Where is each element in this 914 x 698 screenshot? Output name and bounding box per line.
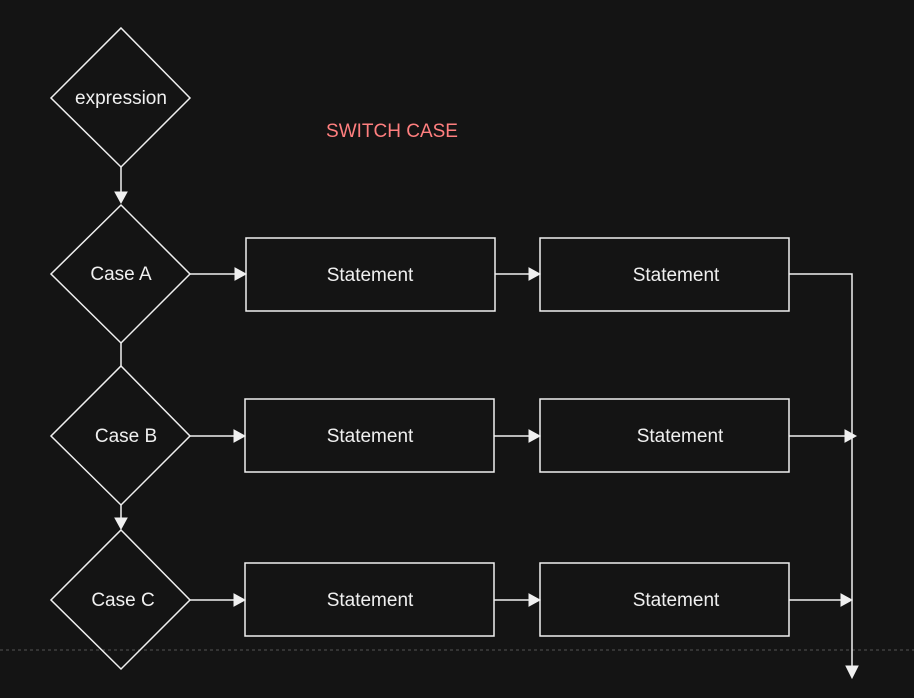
- case-c-statement-2[interactable]: Statement: [539, 562, 790, 637]
- case-c-diamond: [49, 528, 192, 671]
- arrowhead: [528, 429, 542, 443]
- exit-main-edge: [789, 273, 853, 666]
- case-b-label: Case B: [95, 426, 157, 447]
- arrowhead: [840, 593, 854, 607]
- statement-label: Statement: [637, 426, 724, 447]
- exit-arrowhead: [845, 665, 859, 680]
- arrowhead: [233, 429, 247, 443]
- statement-label: Statement: [327, 265, 414, 286]
- case-a-label: Case A: [90, 264, 152, 285]
- arrowhead: [844, 429, 858, 443]
- expression-node[interactable]: expression: [49, 26, 192, 169]
- arrowhead: [233, 593, 247, 607]
- case-a-node[interactable]: Case A: [49, 203, 192, 345]
- case-b-statement-1[interactable]: Statement: [244, 398, 495, 473]
- case-b-node[interactable]: Case B: [49, 364, 192, 507]
- case-a-statement-1[interactable]: Statement: [245, 237, 496, 312]
- statement-label: Statement: [327, 590, 414, 611]
- arrowhead: [114, 517, 128, 531]
- case-c-statement-1[interactable]: Statement: [244, 562, 495, 637]
- case-b-statement-2[interactable]: Statement: [539, 398, 790, 473]
- statement-label: Statement: [633, 590, 720, 611]
- case-c-node[interactable]: Case C: [49, 528, 192, 671]
- statement-label: Statement: [633, 265, 720, 286]
- case-a-statement-2[interactable]: Statement: [539, 237, 790, 312]
- arrowhead: [114, 191, 128, 205]
- diagram-title: SWITCH CASE: [326, 121, 458, 142]
- case-c-label: Case C: [91, 590, 154, 611]
- expression-label: expression: [75, 88, 167, 109]
- statement-label: Statement: [327, 426, 414, 447]
- arrowhead: [528, 593, 542, 607]
- arrowhead: [528, 267, 542, 281]
- arrowhead: [234, 267, 248, 281]
